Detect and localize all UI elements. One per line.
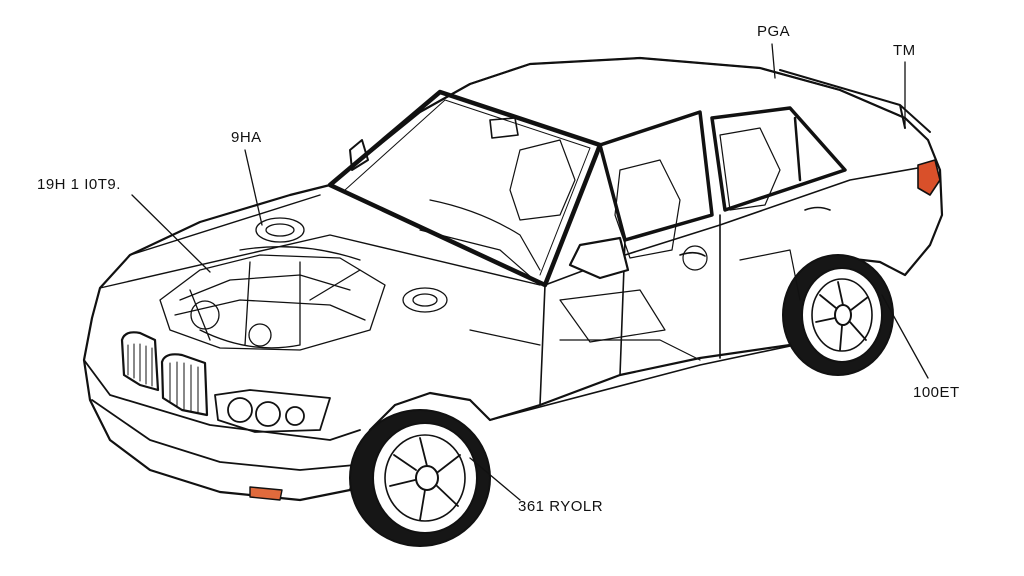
callout-label-100et: 100ET [913, 384, 960, 401]
callout-label-9ha: 9HA [231, 129, 262, 146]
engine [159, 217, 448, 351]
front-window [598, 110, 714, 242]
headlight [214, 389, 331, 433]
interior [419, 127, 801, 361]
leader-lines [131, 43, 929, 501]
callout-label-361: 361 RYOLR [518, 498, 604, 515]
front-bumper [83, 359, 361, 471]
rear-wheel [782, 254, 894, 376]
tail-light [917, 159, 941, 196]
callout-label-tm: TM [893, 42, 916, 59]
windshield [327, 89, 603, 288]
front-wheel [349, 409, 491, 547]
callout-label-19h: 19H 1 I0T9. [37, 176, 121, 193]
callout-label-pga: PGA [757, 23, 791, 40]
grille [120, 331, 209, 417]
roof-line [419, 57, 906, 119]
side-mirror [568, 236, 630, 280]
fog-light [249, 486, 283, 501]
rear-window [710, 106, 847, 212]
